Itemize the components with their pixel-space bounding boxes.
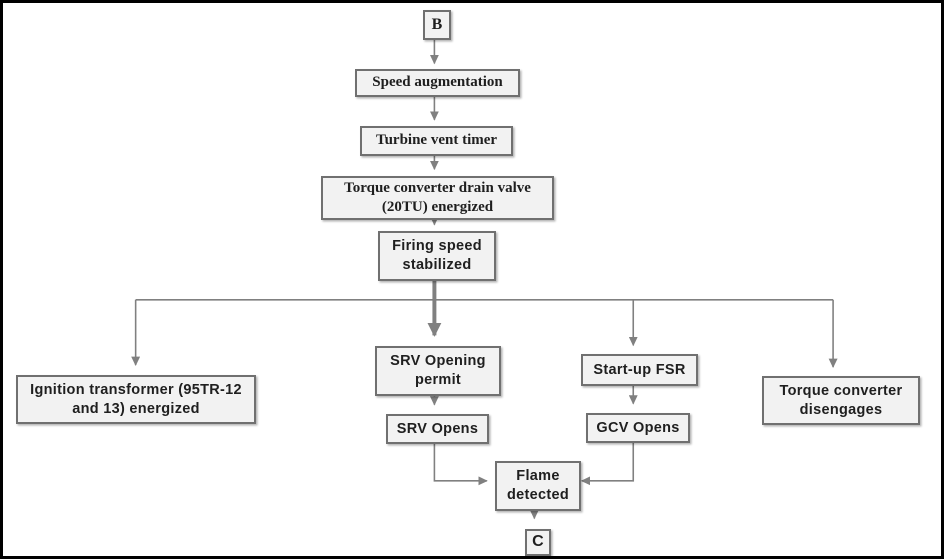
node-firing-speed-stabilized: Firing speed stabilized [378, 231, 496, 281]
node-srv-opens: SRV Opens [386, 414, 489, 444]
node-gcv-opens: GCV Opens [586, 413, 690, 443]
node-ignition-transformer: Ignition transformer (95TR-12 and 13) en… [16, 375, 256, 424]
node-speed-augmentation: Speed augmentation [355, 69, 520, 97]
node-startup-fsr: Start-up FSR [581, 354, 698, 386]
node-turbine-vent-timer: Turbine vent timer [360, 126, 513, 156]
edge-srvopens-to-flame [433, 439, 488, 486]
node-torque-converter-drain-valve: Torque converter drain valve (20TU) ener… [321, 176, 554, 220]
node-connector-c: C [525, 529, 551, 556]
node-torque-converter-disengages: Torque converter disengages [762, 376, 920, 425]
edge-gcvopens-to-flame [580, 438, 635, 486]
node-connector-b: B [423, 10, 451, 40]
node-flame-detected: Flame detected [495, 461, 581, 511]
connector-lines [131, 39, 838, 520]
node-srv-opening-permit: SRV Opening permit [375, 346, 501, 396]
